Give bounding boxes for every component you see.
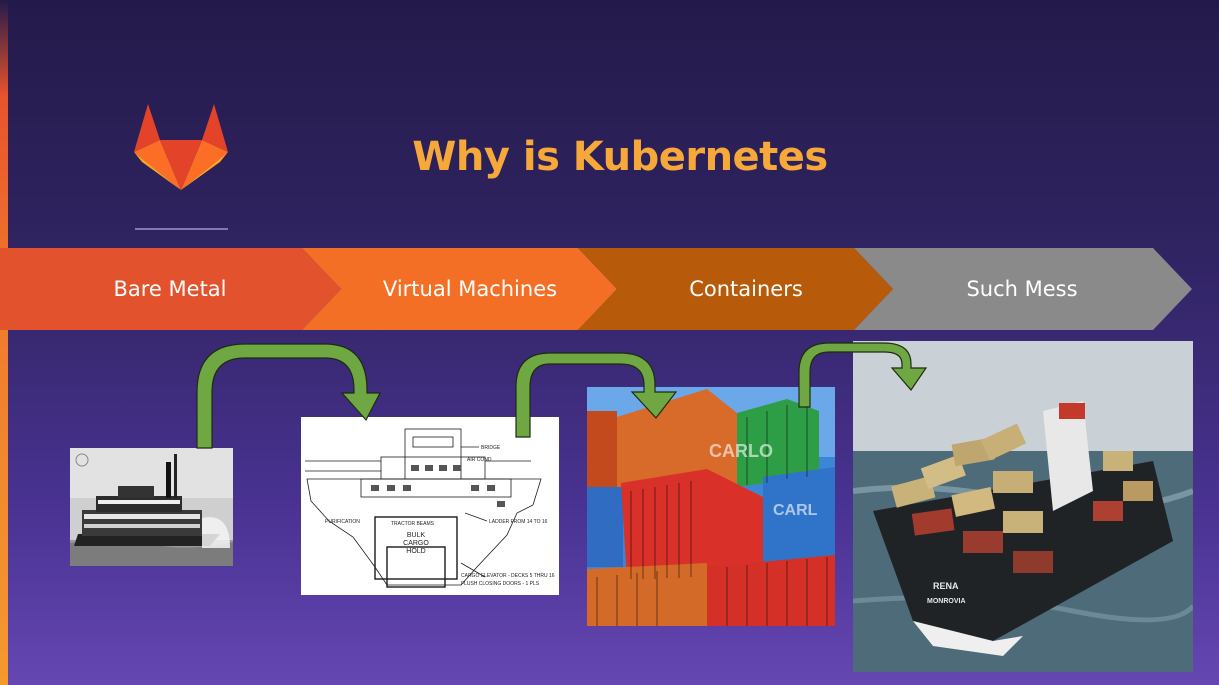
container-label-1: CARLO	[709, 441, 773, 461]
blueprint-label-purification: PURIFICATION	[325, 519, 360, 525]
ship-name-label: RENA	[933, 581, 959, 591]
wrecked-container-ship-photo: RENA MONROVIA	[853, 341, 1193, 672]
stage-label-bare-metal: Bare Metal	[113, 277, 227, 301]
timeline-chevrons	[0, 248, 1192, 330]
ship-port-label: MONROVIA	[927, 598, 966, 605]
blueprint-label-doors: FLUSH CLOSING DOORS - 1 PLS	[461, 581, 540, 587]
blueprint-label-tractor-beams: TRACTOR BEAMS	[391, 521, 435, 527]
gitlab-tanuki-icon	[134, 104, 228, 190]
stage-label-containers: Containers	[689, 277, 803, 301]
paddle-steamer-photo	[70, 448, 233, 566]
stage-label-such-mess: Such Mess	[966, 277, 1078, 301]
shipping-containers-photo: CARLO CARL	[587, 387, 835, 626]
chevron-such-mess	[854, 248, 1192, 330]
blueprint-label-bridge: BRIDGE	[481, 445, 501, 451]
chevron-bare-metal	[0, 248, 341, 330]
chevron-containers	[578, 248, 893, 330]
blueprint-label-hold: HOLD	[406, 548, 425, 555]
cargo-ship-blueprint: BRIDGE AIR COND LADDER FROM 14 TO 16 CAR…	[301, 417, 559, 595]
left-accent-stripe	[0, 0, 8, 685]
blueprint-label-ladder: LADDER FROM 14 TO 16	[489, 519, 548, 525]
blueprint-label-cargo: CARGO	[403, 540, 429, 547]
blueprint-label-bulk: BULK	[407, 532, 426, 539]
slide-title: Why is Kubernetes	[412, 134, 828, 180]
blueprint-label-air-cond: AIR COND	[467, 457, 492, 463]
container-label-2: CARL	[773, 502, 818, 519]
chevron-virtual-machines	[302, 248, 617, 330]
stage-label-virtual-machines: Virtual Machines	[382, 277, 558, 301]
logo-divider	[135, 228, 228, 230]
blueprint-label-elevator: CARGO ELEVATOR - DECKS 5 THRU 16	[461, 573, 555, 579]
